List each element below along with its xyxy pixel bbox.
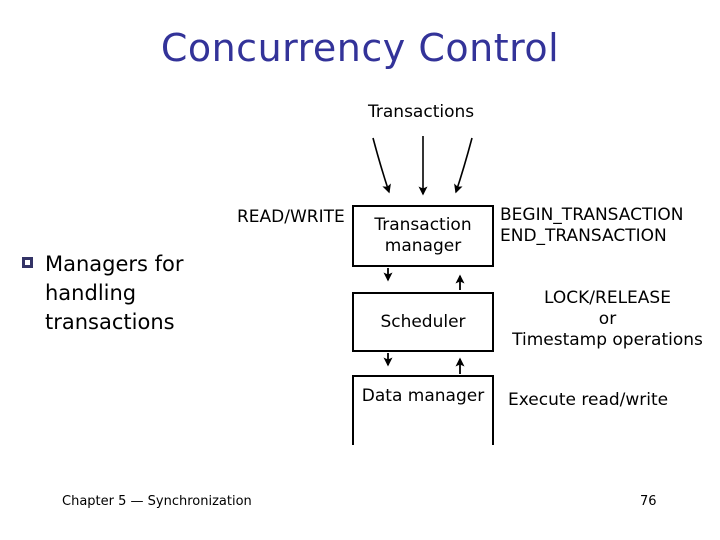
diagram-label-read-write: READ/WRITE (237, 207, 345, 227)
bullet-list-item: Managers for handling transactions (22, 250, 237, 337)
diagram-label-lock-release: LOCK/RELEASE (544, 288, 671, 308)
diagram-box-data-manager: Data manager (352, 375, 494, 445)
diagram-label-timestamp-operations: Timestamp operations (512, 330, 703, 350)
diagram-label-lock-release-group: LOCK/RELEASE or Timestamp operations (500, 288, 715, 351)
diagram-box-transaction-manager: Transaction manager (352, 205, 494, 267)
bullet-item-label: Managers for handling transactions (45, 252, 184, 334)
diagram-label-transactions: Transactions (368, 102, 475, 122)
diagram-label-begin-end-transaction: BEGIN_TRANSACTION END_TRANSACTION (500, 205, 683, 247)
arrow-transactions-right (454, 137, 473, 194)
diagram-box-scheduler: Scheduler (352, 292, 494, 352)
diagram-label-execute-read-write: Execute read/write (508, 390, 669, 410)
arrow-transactions-left (372, 137, 391, 194)
diagram-label-or: or (598, 309, 617, 329)
bullet-square-icon (22, 257, 33, 268)
page-title: Concurrency Control (160, 26, 560, 70)
diagram-label-end-transaction: END_TRANSACTION (500, 226, 667, 246)
footer-chapter-note: Chapter 5 — Synchronization (62, 494, 252, 509)
footer-page-number: 76 (640, 494, 657, 509)
diagram-label-begin-transaction: BEGIN_TRANSACTION (500, 205, 684, 225)
